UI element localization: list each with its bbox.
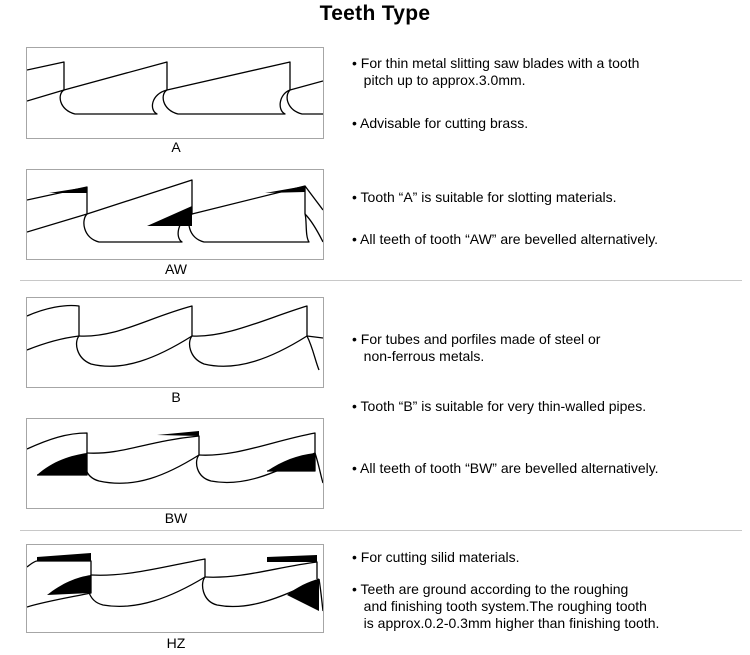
tooth-b-outline bbox=[78, 305, 193, 337]
tooth-aw-outline bbox=[191, 185, 306, 215]
tooth-hz-outline bbox=[87, 574, 206, 608]
tooth-a-outline bbox=[286, 89, 323, 115]
note-hz-2: • Teeth are ground according to the roug… bbox=[352, 581, 660, 631]
tooth-bw-outline bbox=[27, 432, 88, 476]
tooth-hz-outline bbox=[201, 576, 320, 608]
tooth-hz-label: HZ bbox=[166, 635, 186, 651]
tooth-bw-outline bbox=[314, 452, 323, 484]
tooth-hz-outline bbox=[90, 558, 206, 577]
tooth-hz-outline bbox=[318, 578, 323, 612]
tooth-aw-outline bbox=[304, 213, 323, 243]
tooth-hz-bevel bbox=[287, 579, 319, 611]
section-divider bbox=[20, 280, 742, 281]
note-a-2: • Advisable for cutting brass. bbox=[352, 115, 529, 131]
tooth-aw-outline bbox=[188, 213, 310, 243]
tooth-aw-bevel bbox=[147, 206, 192, 226]
tooth-a-diagram bbox=[26, 47, 324, 139]
note-a-1: • For thin metal slitting saw blades wit… bbox=[352, 55, 640, 88]
tooth-a-outline bbox=[59, 89, 168, 115]
note-b-2: • Tooth “B” is suitable for very thin-wa… bbox=[352, 398, 647, 414]
tooth-b-outline bbox=[306, 335, 320, 371]
tooth-aw-outline bbox=[86, 179, 193, 215]
tooth-a-outline bbox=[289, 80, 323, 91]
tooth-a-outline bbox=[162, 89, 291, 115]
tooth-bw-bevel bbox=[267, 453, 315, 471]
tooth-a-outline bbox=[27, 61, 65, 102]
page-title: Teeth Type bbox=[319, 2, 431, 25]
tooth-b-outline bbox=[27, 304, 80, 351]
tooth-b-outline bbox=[306, 335, 323, 339]
tooth-aw-bevel bbox=[265, 186, 305, 193]
tooth-aw-diagram bbox=[26, 169, 324, 260]
tooth-hz-outline bbox=[27, 560, 92, 608]
tooth-hz-outline bbox=[204, 561, 318, 579]
tooth-bw-outline bbox=[83, 452, 200, 484]
tooth-bw-label: BW bbox=[164, 510, 188, 526]
tooth-aw-outline bbox=[27, 186, 88, 233]
tooth-a-outline bbox=[166, 61, 291, 91]
tooth-a-label: A bbox=[171, 139, 181, 155]
tooth-a-outline bbox=[63, 61, 168, 91]
tooth-bw-bevel bbox=[157, 431, 199, 436]
tooth-aw-outline bbox=[304, 185, 323, 211]
tooth-b-outline bbox=[75, 335, 193, 367]
tooth-bw-outline bbox=[198, 432, 316, 472]
tooth-bw-bevel bbox=[37, 453, 87, 475]
tooth-b-label: B bbox=[171, 389, 181, 405]
tooth-hz-bevel bbox=[37, 553, 91, 561]
tooth-bw-outline bbox=[195, 452, 316, 484]
tooth-hz-bevel bbox=[267, 555, 317, 562]
section-divider bbox=[20, 530, 742, 531]
note-hz-1: • For cutting silid materials. bbox=[352, 549, 520, 565]
note-bw-1: • All teeth of tooth “BW” are bevelled a… bbox=[352, 460, 659, 476]
tooth-b-outline bbox=[191, 305, 308, 337]
note-b-1: • For tubes and porfiles made of steel o… bbox=[352, 331, 601, 364]
tooth-aw-label: AW bbox=[164, 261, 188, 277]
tooth-bw-outline bbox=[86, 435, 200, 455]
tooth-hz-diagram bbox=[26, 544, 324, 633]
note-aw-2: • All teeth of tooth “AW” are bevelled a… bbox=[352, 231, 659, 247]
tooth-bw-diagram bbox=[26, 418, 324, 509]
note-aw-1: • Tooth “A” is suitable for slotting mat… bbox=[352, 189, 617, 205]
tooth-aw-outline bbox=[83, 213, 193, 243]
tooth-b-outline bbox=[188, 335, 308, 367]
tooth-hz-bevel bbox=[47, 575, 91, 595]
tooth-b-diagram bbox=[26, 297, 324, 388]
